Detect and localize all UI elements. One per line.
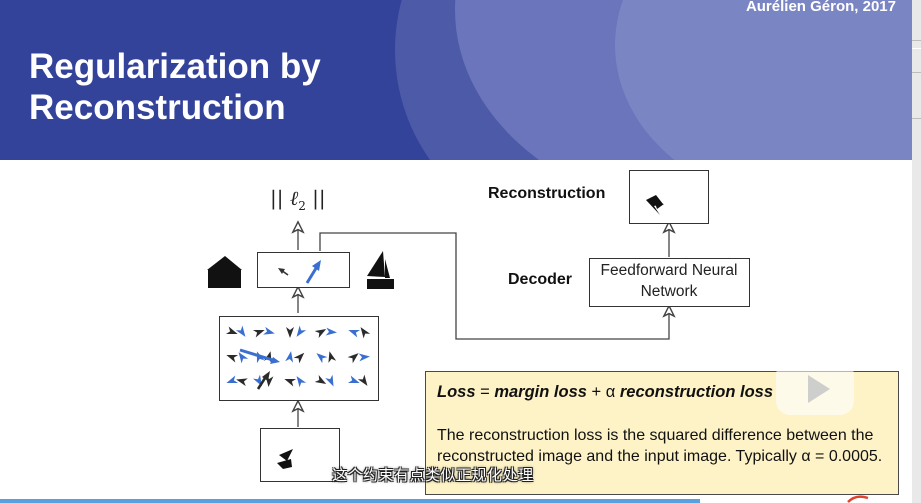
output-capsules-box — [257, 252, 350, 288]
blue-long-arrow-icon — [305, 260, 321, 284]
capsule-arrow-icon — [225, 326, 238, 335]
capsule-arrow-icon — [293, 352, 305, 364]
capsule-arrow-icon — [328, 351, 337, 363]
capsule-arrow-icon — [357, 374, 368, 386]
capsule-arrow-icon — [314, 329, 327, 338]
capsule-arrow-icon — [226, 354, 239, 363]
author-credit: Aurélien Géron, 2017 — [745, 0, 896, 15]
capsule-arrow-icon — [325, 327, 337, 336]
capsule-arrow-icon — [316, 353, 328, 364]
decoder-box-text: Feedforward Neural Network — [600, 262, 738, 300]
loss-term: Loss — [437, 383, 476, 401]
capsule-arrow-icon — [226, 375, 239, 384]
decoder-box — [589, 258, 750, 307]
corner-logo-icon — [847, 495, 869, 503]
play-icon[interactable] — [772, 351, 858, 419]
decoder-label: Decoder — [508, 271, 573, 288]
capsule-arrow-icon — [347, 353, 359, 364]
input-boat-icon — [277, 449, 293, 469]
capsule-long-dark-arrow-icon — [256, 371, 270, 390]
plus-alpha: + α — [586, 383, 620, 401]
slide-title: Regularization by Reconstruction — [29, 47, 321, 127]
capsule-long-blue-arrow-icon — [239, 348, 280, 364]
capsule-arrow-icon — [236, 378, 248, 387]
loss-formula: Loss = margin loss + α reconstruction lo… — [437, 383, 773, 402]
margin-loss-term: margin loss — [494, 383, 587, 401]
capsule-arrow-icon — [284, 378, 297, 387]
reconstruction-image-box — [629, 170, 709, 224]
capsule-arrow-icon — [285, 351, 294, 363]
capsule-arrow-icon — [314, 375, 327, 384]
capsule-arrow-icon — [360, 327, 371, 339]
reconstruction-label: Reconstruction — [488, 185, 606, 202]
right-scroll-strip — [912, 0, 921, 503]
primary-capsules-box — [219, 316, 379, 401]
capsule-arrow-icon — [296, 376, 307, 388]
capsule-arrow-icon — [286, 327, 294, 338]
small-dark-arrow-icon — [278, 268, 289, 276]
input-image-box — [260, 428, 340, 482]
capsule-arrow-icon — [252, 329, 265, 338]
capsule-arrow-icon — [238, 352, 249, 364]
sailboat-shape-icon — [367, 251, 394, 289]
capsule-arrow-icon — [296, 325, 307, 337]
capsule-arrow-icon — [347, 375, 360, 384]
loss-explanation-box: Loss = margin loss + α reconstruction lo… — [425, 371, 899, 495]
capsule-arrow-icon — [358, 353, 370, 362]
house-shape-icon — [207, 256, 242, 288]
reconstruction-loss-term: reconstruction loss — [619, 383, 774, 401]
l2-norm-label: || ℓ2 || — [270, 186, 326, 213]
capsule-arrow-icon — [253, 374, 262, 387]
video-subtitle: 这个约束有点类似正规化处理 — [332, 467, 534, 484]
slide-header: Aurélien Géron, 2017 Regularization by R… — [0, 0, 912, 160]
capsule-arrow-icon — [325, 374, 334, 387]
capsule-arrow-icon — [263, 326, 275, 335]
capsule-arrow-icon — [235, 325, 246, 337]
video-progress-bar[interactable] — [0, 499, 700, 503]
capsule-arrow-icon — [348, 329, 361, 338]
loss-description: The reconstruction loss is the squared d… — [437, 427, 883, 465]
reconstructed-boat-icon — [646, 195, 664, 215]
loss-equals: = — [475, 383, 495, 401]
